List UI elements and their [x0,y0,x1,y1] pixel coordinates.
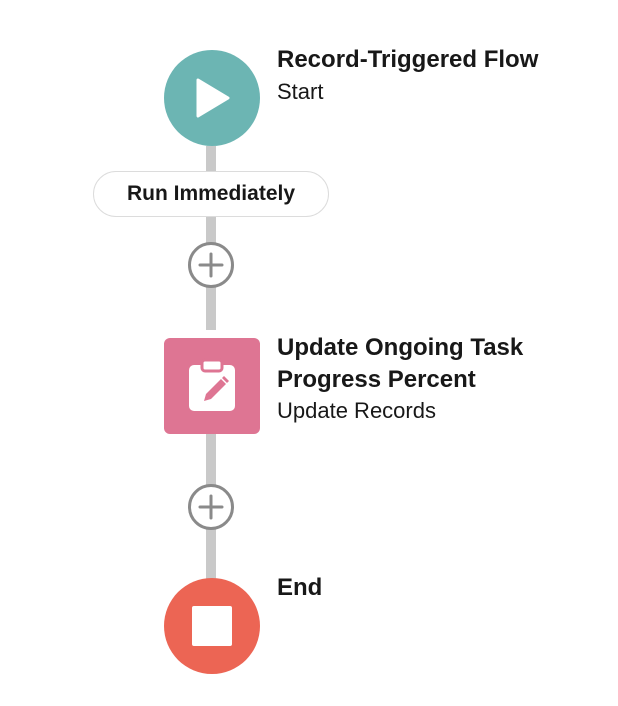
end-node-title: End [277,574,323,601]
run-immediately-path-label[interactable]: Run Immediately [93,171,329,217]
start-node-title: Record-Triggered Flow [277,46,539,73]
add-element-button[interactable] [188,484,234,530]
connector-start-to-add [206,146,216,330]
update-node-title-line1: Update Ongoing Task [277,334,524,361]
update-records-node[interactable] [164,338,260,434]
start-node-subtitle: Start [277,79,324,104]
start-node[interactable] [164,50,260,146]
plus-icon [198,494,224,520]
update-node-title-line2: Progress Percent [277,366,476,393]
clipboard-edit-icon [189,358,235,411]
play-icon [196,78,230,118]
add-element-button[interactable] [188,242,234,288]
end-node[interactable] [164,578,260,674]
update-node-subtitle: Update Records [277,398,436,423]
stop-icon [192,606,232,646]
plus-icon [198,252,224,278]
